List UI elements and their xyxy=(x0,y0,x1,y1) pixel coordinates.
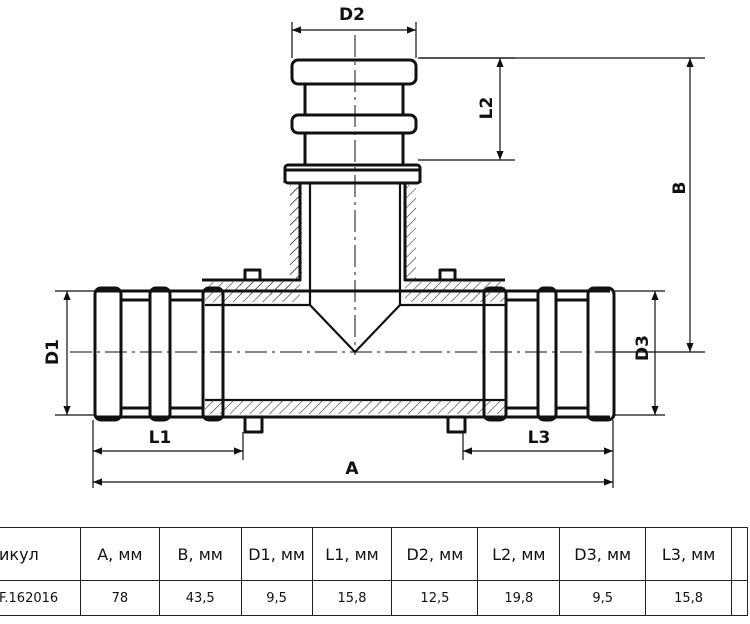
top-collar xyxy=(283,163,422,185)
header-b: B, мм xyxy=(158,527,242,581)
cell-l3: 15,8 xyxy=(645,580,732,616)
right-barb-mid xyxy=(536,286,558,422)
cell-article: F.162016 xyxy=(0,580,81,616)
header-d2: D2, мм xyxy=(391,527,479,581)
dim-label-a: A xyxy=(345,459,359,479)
header-l3: L3, мм xyxy=(645,527,732,581)
cell-b: 43,5 xyxy=(158,580,242,616)
dim-label-l3: L3 xyxy=(528,428,551,448)
cell-d1: 9,5 xyxy=(240,580,313,616)
right-barb-outer xyxy=(586,286,616,422)
left-barb-inner xyxy=(201,286,225,422)
header-l1: L1, мм xyxy=(311,527,393,581)
cell-l2: 19,8 xyxy=(477,580,561,616)
header-l2: L2, мм xyxy=(477,527,561,581)
header-a: A, мм xyxy=(79,527,160,581)
header-extra xyxy=(731,527,748,581)
spec-table: икул A, мм B, мм D1, мм L1, мм D2, мм L2… xyxy=(0,527,748,616)
cell-a: 78 xyxy=(79,580,160,616)
top-barb-mid xyxy=(290,113,418,135)
header-d1: D1, мм xyxy=(240,527,313,581)
cell-d3: 9,5 xyxy=(559,580,647,616)
cell-l1: 15,8 xyxy=(311,580,393,616)
cell-d2: 12,5 xyxy=(391,580,479,616)
right-barb-inner xyxy=(482,286,508,422)
left-barb-mid xyxy=(148,286,172,422)
spec-value-row: F.162016 78 43,5 9,5 15,8 12,5 19,8 9,5 … xyxy=(0,580,748,616)
dim-label-d1: D1 xyxy=(43,339,63,365)
dimension-lines xyxy=(55,22,705,488)
dim-label-l1: L1 xyxy=(149,428,172,448)
dim-label-l2: L2 xyxy=(477,97,497,120)
dim-label-d2: D2 xyxy=(339,5,365,25)
left-barb-outer xyxy=(93,286,123,422)
spec-header-row: икул A, мм B, мм D1, мм L1, мм D2, мм L2… xyxy=(0,527,748,581)
dim-label-d3: D3 xyxy=(633,335,653,361)
dim-label-b: B xyxy=(670,182,690,195)
centre-lines xyxy=(70,35,640,355)
cell-extra xyxy=(731,580,748,616)
tee-body xyxy=(93,58,616,434)
header-article: икул xyxy=(0,527,81,581)
header-d3: D3, мм xyxy=(559,527,647,581)
top-barb-outer xyxy=(290,58,418,86)
tee-fitting-drawing: D2 L2 B D1 D3 L1 L3 A xyxy=(43,5,705,488)
